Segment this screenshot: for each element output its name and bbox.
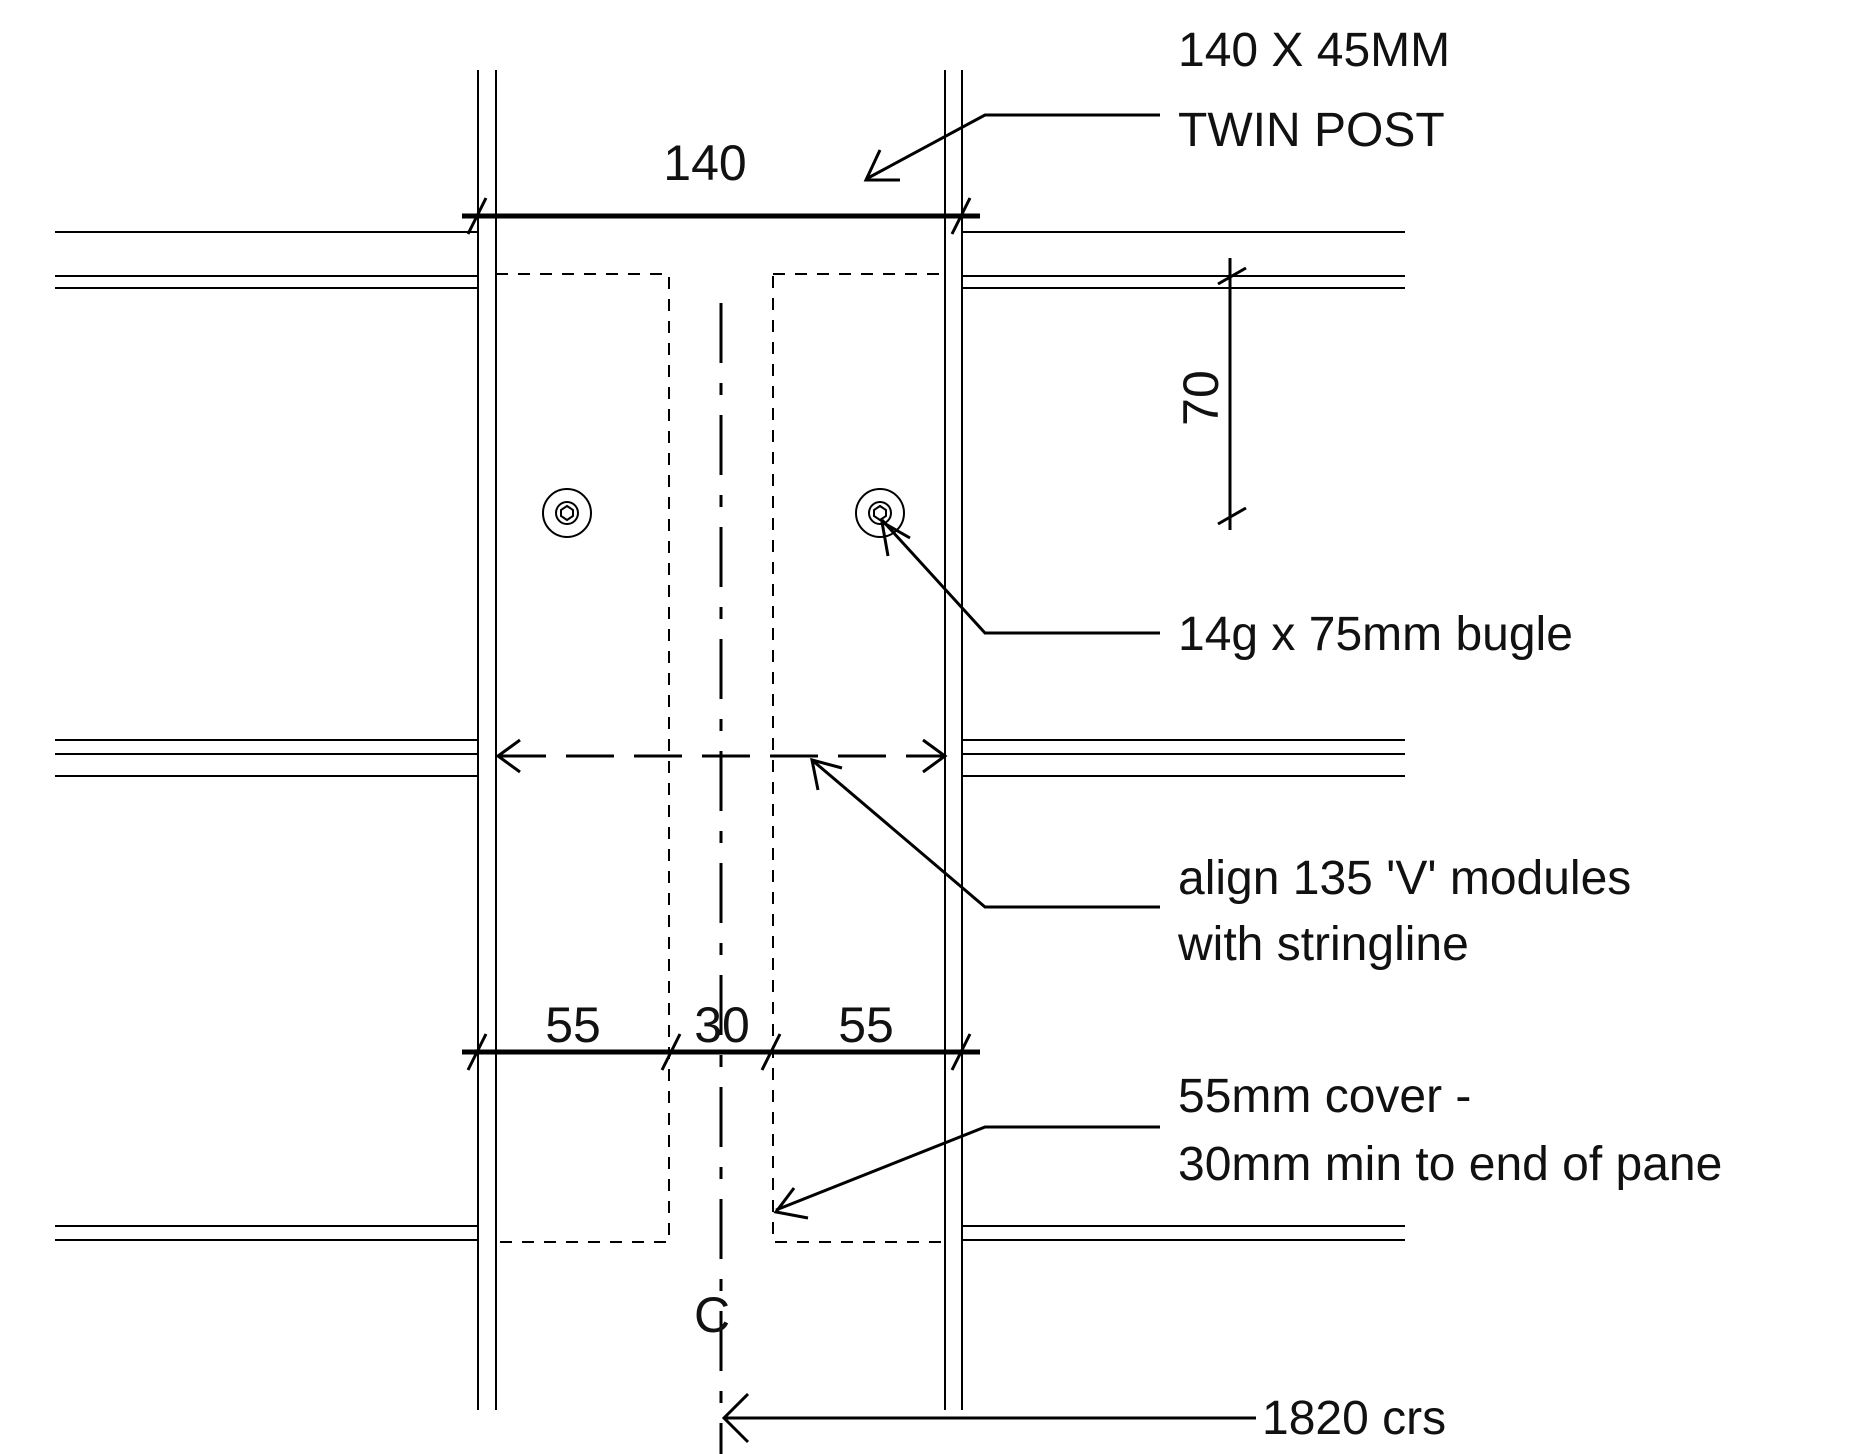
dimension-post-width bbox=[462, 197, 980, 235]
rail-top bbox=[55, 231, 1405, 289]
leader-cover bbox=[773, 1125, 1160, 1220]
stringline-arrow bbox=[495, 738, 948, 774]
dimension-right-cover: 55 bbox=[838, 997, 894, 1053]
label-twin-post-type: TWIN POST bbox=[1178, 104, 1445, 157]
leader-align-modules bbox=[810, 757, 1160, 909]
label-cover-line1: 55mm cover - bbox=[1178, 1070, 1471, 1123]
dimension-post-width-value: 140 bbox=[663, 135, 746, 191]
dimension-left-cover: 55 bbox=[545, 997, 601, 1053]
centres-arrow bbox=[721, 1392, 1256, 1444]
screw-head-icon bbox=[542, 488, 592, 538]
twin-post-left bbox=[477, 70, 497, 1410]
label-screw: 14g x 75mm bugle bbox=[1178, 608, 1573, 661]
label-cover-line2: 30mm min to end of pane bbox=[1178, 1138, 1722, 1191]
rail-bottom bbox=[55, 1225, 1405, 1241]
dimension-gap: 30 bbox=[694, 997, 750, 1053]
dimension-chain bbox=[462, 1033, 980, 1071]
dimension-vertical bbox=[1217, 258, 1247, 530]
twin-post-right bbox=[944, 70, 963, 1410]
screw-head-icon bbox=[855, 488, 905, 538]
leader-screw bbox=[879, 518, 1160, 635]
centreline-marker: C bbox=[694, 1287, 730, 1343]
rail-middle bbox=[55, 739, 1405, 777]
panel-outline-left bbox=[495, 273, 670, 1243]
leader-twin-post bbox=[863, 113, 1160, 182]
label-twin-post-size: 140 X 45MM bbox=[1178, 24, 1450, 77]
label-align-line1: align 135 'V' modules bbox=[1178, 852, 1631, 905]
label-align-line2: with stringline bbox=[1177, 918, 1469, 971]
dimension-vertical-value: 70 bbox=[1173, 370, 1229, 426]
panel-outline-right bbox=[772, 273, 946, 1243]
label-centres: 1820 crs bbox=[1262, 1392, 1446, 1445]
